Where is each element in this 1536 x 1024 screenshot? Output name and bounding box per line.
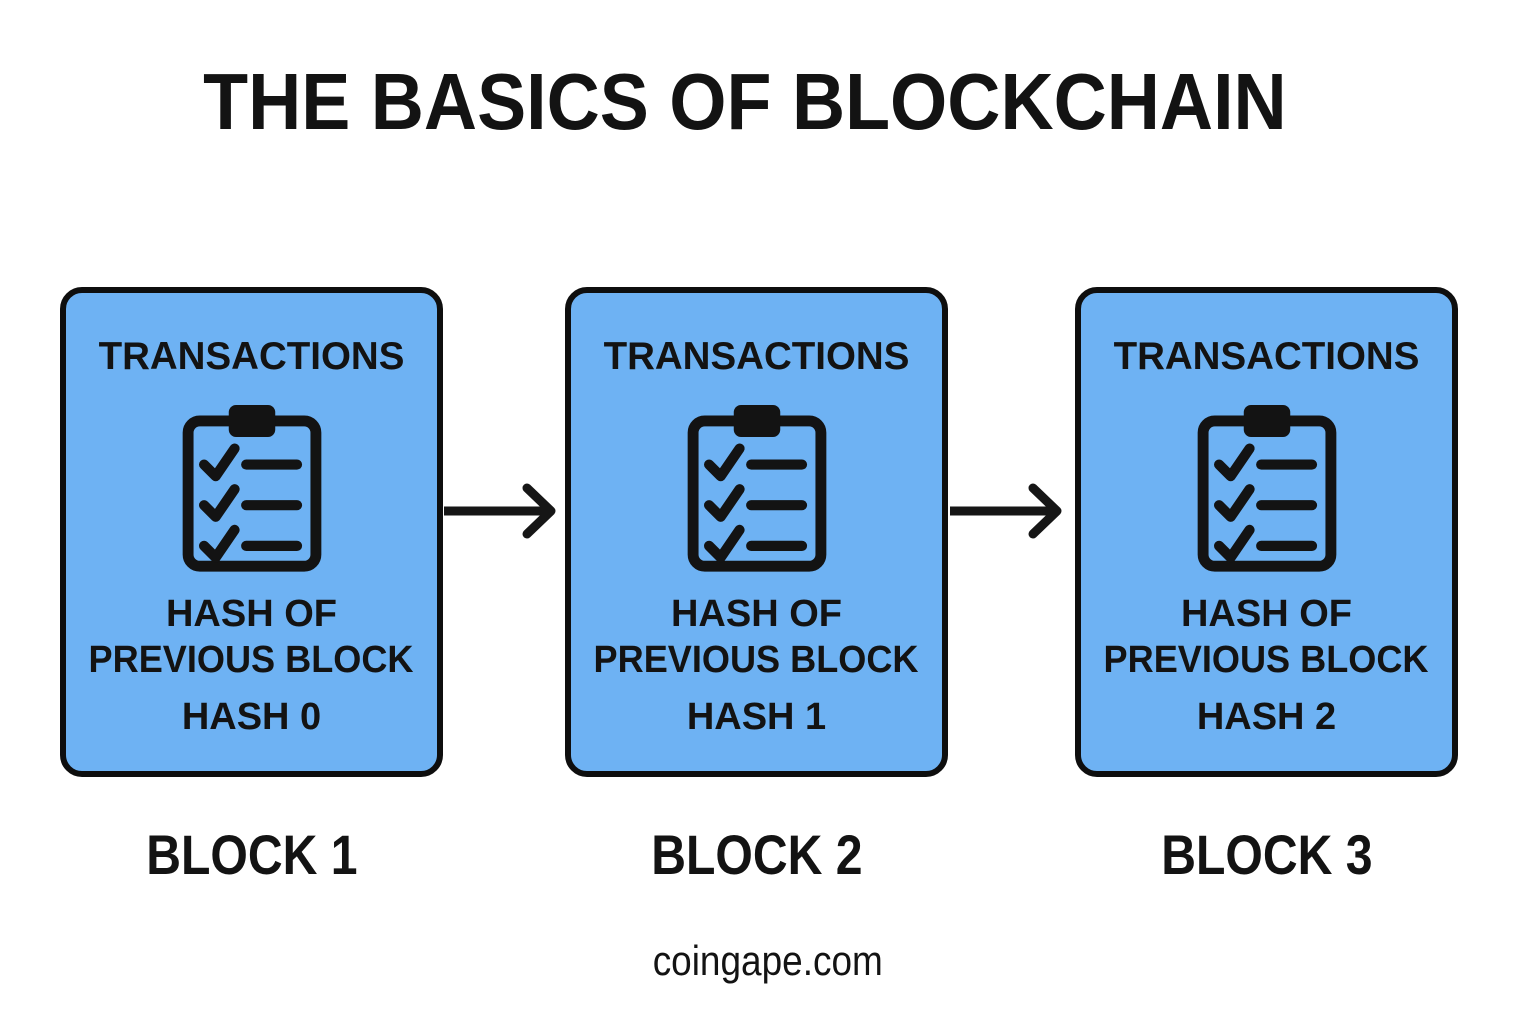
page-title: THE BASICS OF BLOCKCHAIN	[0, 62, 1489, 142]
block-3-card: TRANSACTIONS HASH OF PREVIOUS BLOCK HASH…	[1075, 287, 1458, 777]
previous-block-line: PREVIOUS BLOCK	[594, 638, 919, 681]
block-3-label: BLOCK 3	[1075, 827, 1458, 883]
hash-of-line: HASH OF	[165, 592, 337, 635]
block-1-hash-value: HASH 0	[181, 695, 322, 738]
page-title-text: THE BASICS OF BLOCKCHAIN	[202, 57, 1287, 146]
website-credit: coingape.com	[0, 940, 1536, 982]
clipboard-checklist-icon	[182, 404, 321, 572]
block-1-hash-of-previous: HASH OF PREVIOUS BLOCK	[80, 591, 422, 683]
previous-block-line: PREVIOUS BLOCK	[89, 638, 414, 681]
block-2-label: BLOCK 2	[565, 827, 948, 883]
website-credit-text: coingape.com	[652, 937, 884, 984]
block-3-hash-value: HASH 2	[1196, 695, 1337, 738]
right-arrow-icon	[950, 483, 1062, 539]
block-3-transactions-label: TRANSACTIONS	[1113, 335, 1420, 378]
block-1-label: BLOCK 1	[60, 827, 443, 883]
block-3-label-text: BLOCK 3	[1160, 823, 1373, 886]
block-2-transactions-label: TRANSACTIONS	[603, 335, 910, 378]
previous-block-line: PREVIOUS BLOCK	[1104, 638, 1429, 681]
block-2-label-text: BLOCK 2	[650, 823, 863, 886]
clipboard-checklist-icon	[687, 404, 826, 572]
right-arrow-icon	[444, 483, 556, 539]
hash-of-line: HASH OF	[670, 592, 842, 635]
block-3-hash-of-previous: HASH OF PREVIOUS BLOCK	[1095, 591, 1437, 683]
block-1-card: TRANSACTIONS HASH OF PREVIOUS BLOCK HASH…	[60, 287, 443, 777]
block-2-hash-value: HASH 1	[686, 695, 827, 738]
hash-of-line: HASH OF	[1180, 592, 1352, 635]
clipboard-checklist-icon	[1197, 404, 1336, 572]
block-1-transactions-label: TRANSACTIONS	[98, 335, 405, 378]
block-1-label-text: BLOCK 1	[145, 823, 358, 886]
block-2-card: TRANSACTIONS HASH OF PREVIOUS BLOCK HASH…	[565, 287, 948, 777]
block-2-hash-of-previous: HASH OF PREVIOUS BLOCK	[585, 591, 927, 683]
